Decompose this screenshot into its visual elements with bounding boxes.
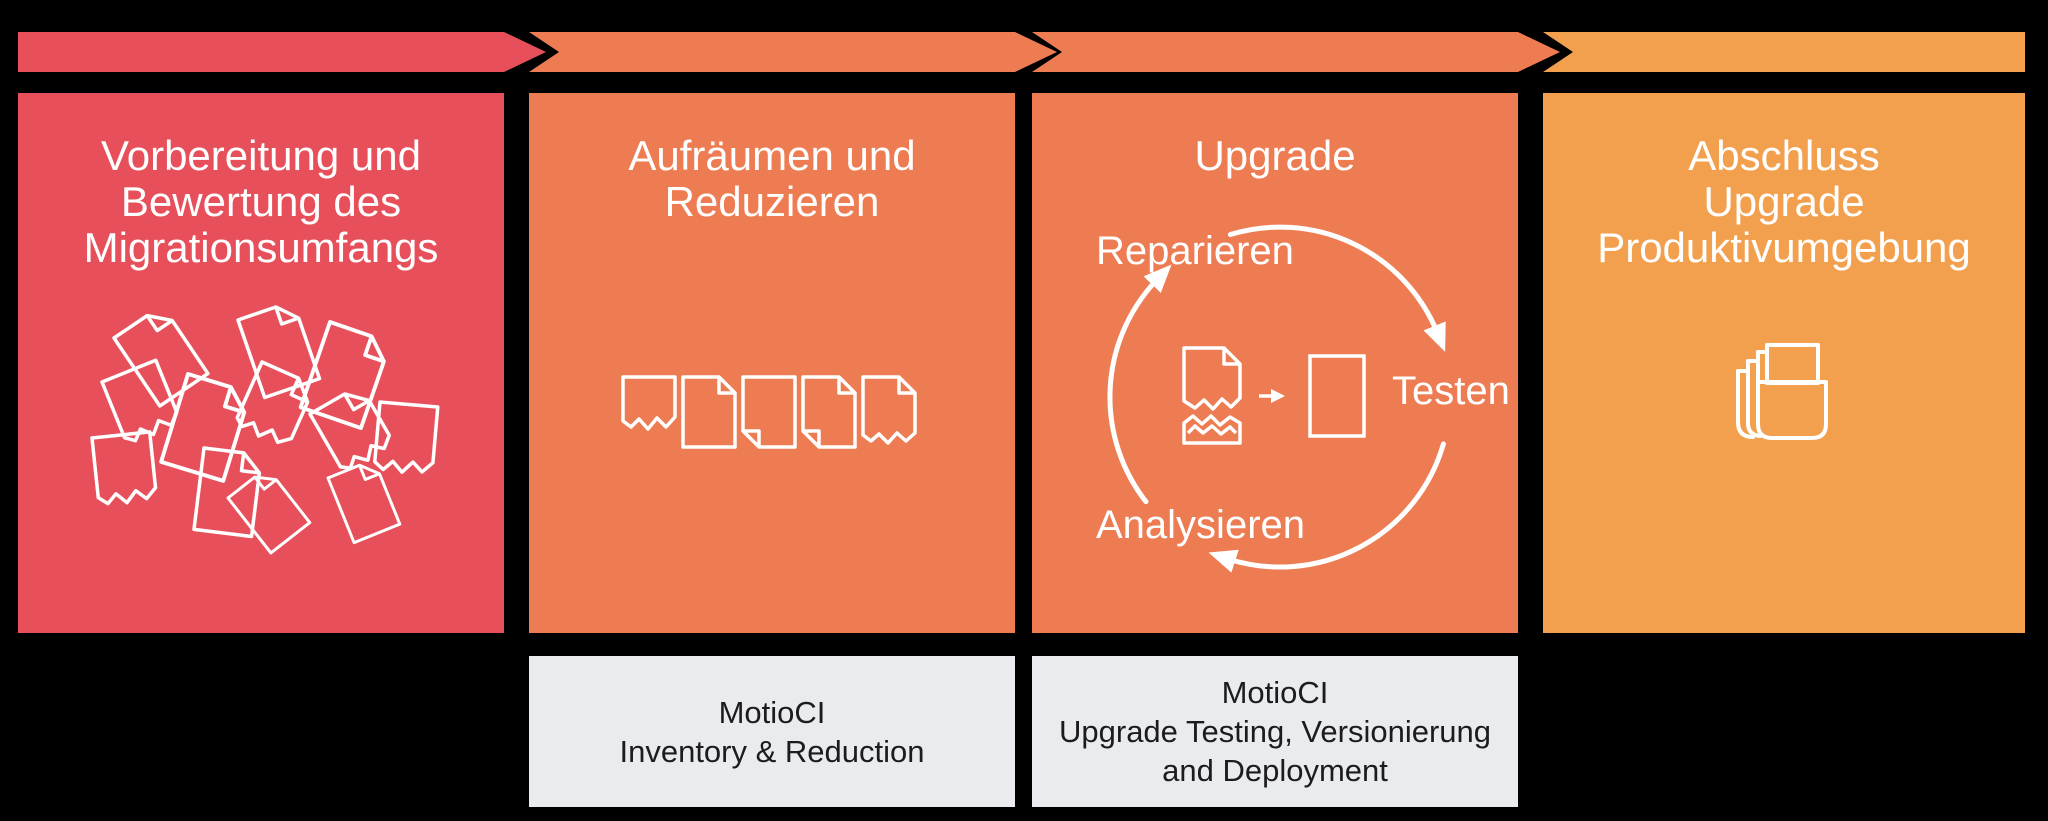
footnote-motioci-inventory: MotioCI Inventory & Reduction bbox=[529, 656, 1015, 807]
cycle-step-analysieren: Analysieren bbox=[1096, 503, 1306, 547]
stage-panel-cleanup: Aufräumen und Reduzieren bbox=[529, 93, 1015, 633]
clean-document-icon bbox=[1308, 354, 1366, 438]
stage-panel-completion: Abschluss Upgrade Produktivumgebung bbox=[1543, 93, 2025, 633]
stage-title: Upgrade bbox=[1194, 132, 1356, 179]
cycle-arc-analysieren-to-reparieren bbox=[1107, 264, 1172, 505]
broken-document-icon bbox=[1182, 346, 1242, 445]
stage-title: Vorbereitung und Bewertung des Migration… bbox=[83, 132, 439, 271]
document-row-icon bbox=[621, 375, 917, 449]
footnote-motioci-upgrade: MotioCI Upgrade Testing, Versionierung a… bbox=[1032, 656, 1518, 807]
stage-title: Aufräumen und Reduzieren bbox=[628, 132, 916, 225]
stage-3-chevron-arrow bbox=[1032, 32, 1560, 72]
cycle-arc-testen-to-analysieren bbox=[1208, 441, 1446, 573]
stage-title: Abschluss Upgrade Produktivumgebung bbox=[1597, 132, 1971, 271]
scattered-torn-documents-icon bbox=[90, 299, 440, 555]
cycle-step-testen: Testen bbox=[1392, 369, 1510, 413]
stage-panel-upgrade: Upgrade Reparieren Te bbox=[1032, 93, 1518, 633]
cycle-arrows-icon bbox=[1107, 224, 1446, 573]
folder-with-documents-icon bbox=[1736, 343, 1828, 440]
stage-2-chevron-arrow bbox=[529, 32, 1057, 72]
stage-1-chevron-arrow bbox=[18, 32, 546, 72]
cycle-step-reparieren: Reparieren bbox=[1096, 229, 1294, 273]
stage-4-chevron-arrow bbox=[1543, 32, 2025, 72]
cycle-arc-reparieren-to-testen bbox=[1227, 224, 1446, 352]
stage-panel-preparation: Vorbereitung und Bewertung des Migration… bbox=[18, 93, 504, 633]
